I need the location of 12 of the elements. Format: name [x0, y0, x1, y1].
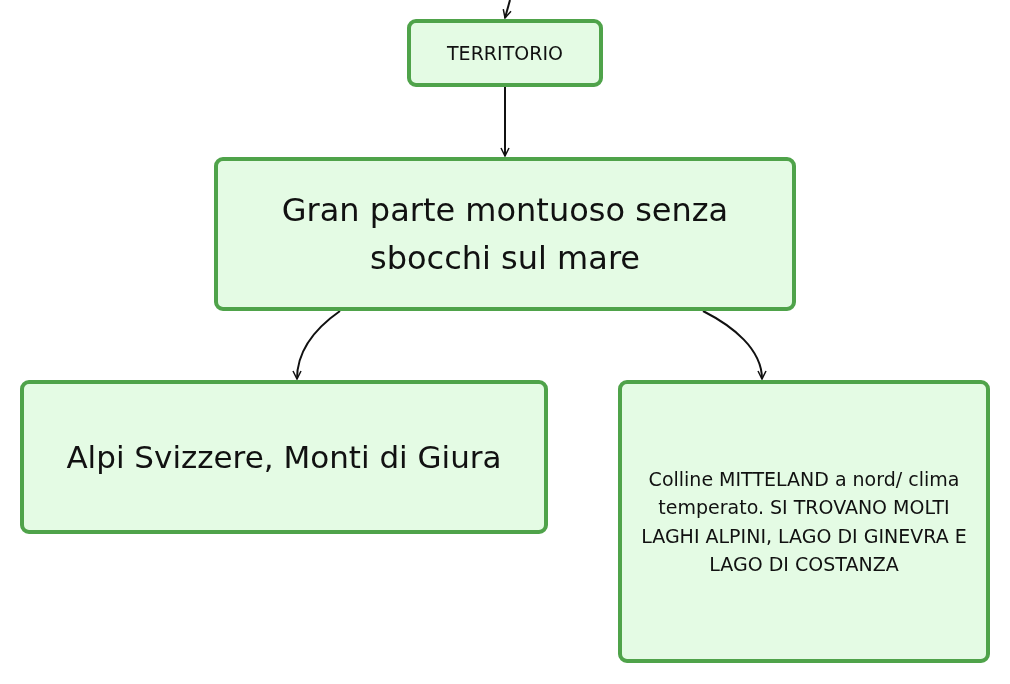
node-text: Gran parte montuoso senza sbocchi sul mare: [280, 190, 730, 279]
arrow: [502, 0, 512, 19]
process-box: [407, 19, 603, 87]
arrow: [702, 310, 767, 380]
process-box: [20, 380, 548, 534]
arrow: [500, 86, 510, 157]
node-text: Alpi Svizzere, Monti di Giura: [66, 437, 502, 477]
process-box: [214, 157, 796, 311]
node-text: TERRITORIO: [447, 40, 563, 66]
arrow: [292, 310, 341, 380]
node-text: Colline MITTELAND a nord/ clima temperato. SI TROVANO MOLTI LAGHI ALPINI, LAGO DI GINEVRA E LAGO DI COSTANZA: [640, 466, 968, 577]
process-box: [618, 380, 990, 663]
